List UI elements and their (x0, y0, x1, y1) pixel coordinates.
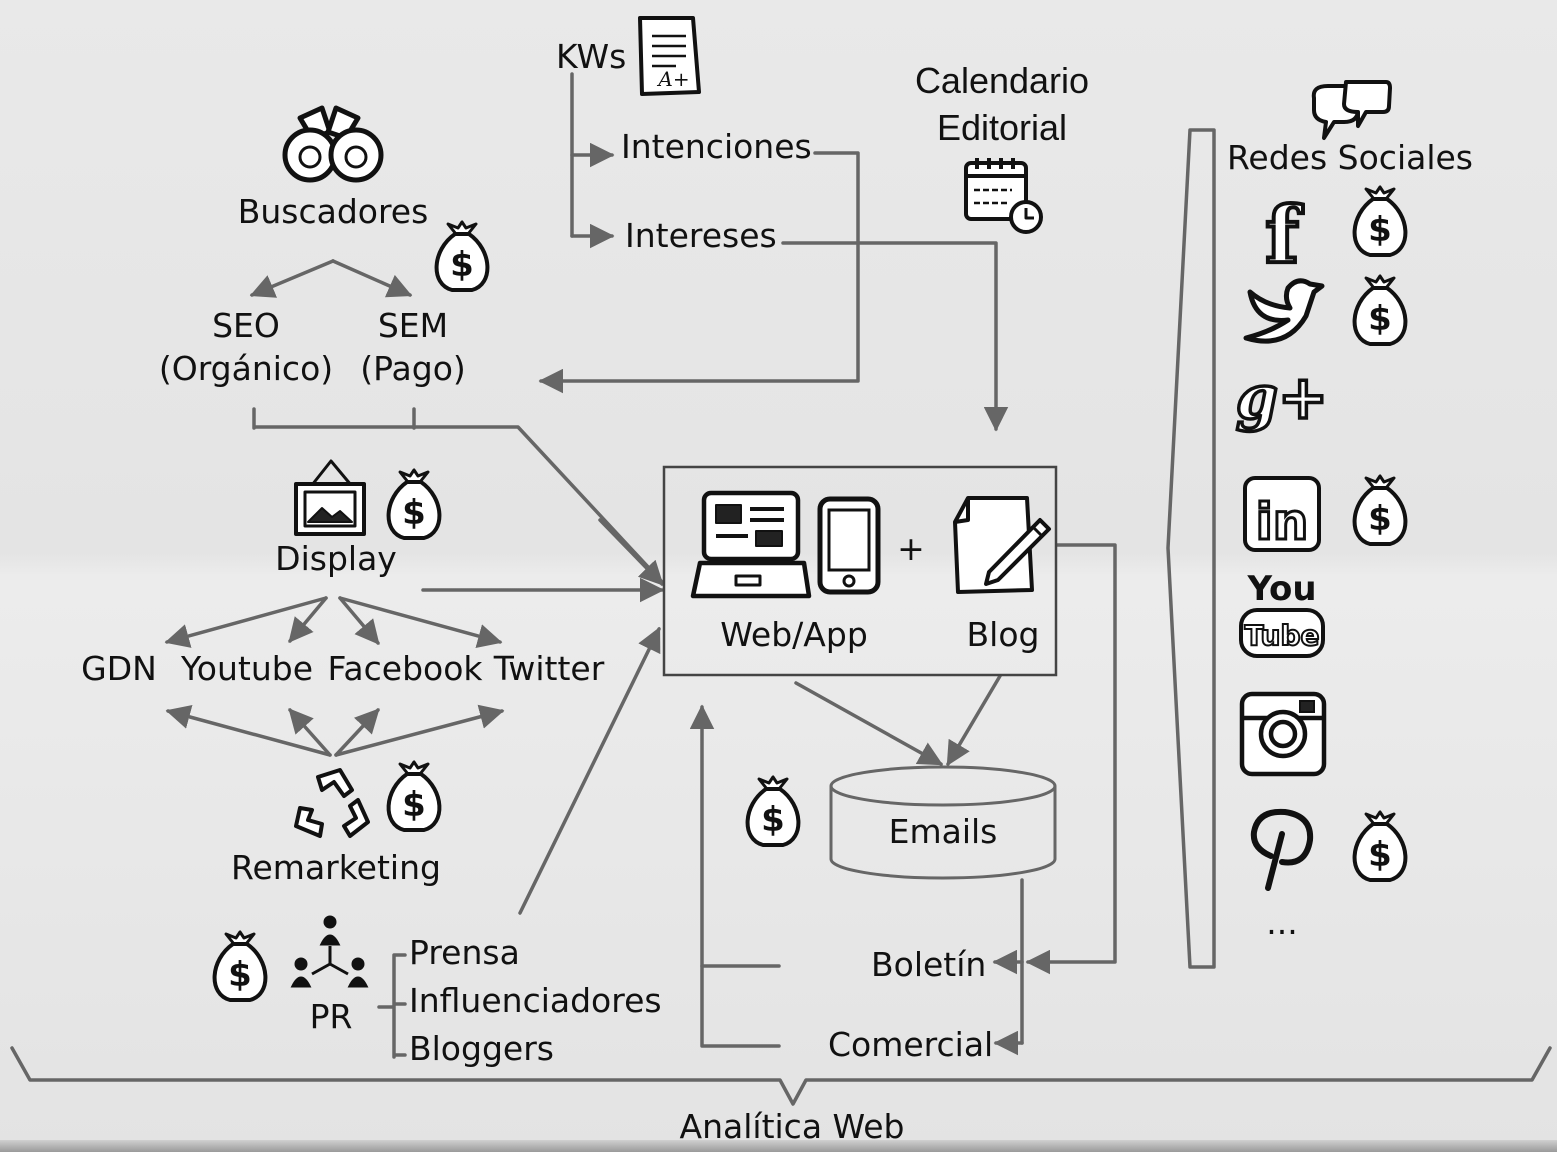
remarketing-to-gdn-arrow (165, 704, 332, 757)
pr-label: PR (309, 997, 353, 1036)
youtube-icon (1239, 608, 1325, 658)
display-target-facebook: Facebook (327, 649, 483, 688)
linkedin-icon-text: in (1256, 493, 1309, 551)
display-target-youtube: Youtube (181, 649, 313, 688)
facebook-icon: f (1265, 190, 1303, 281)
seo-label: SEO (Orgánico) (159, 305, 333, 391)
money-bag-icon-facebook (1352, 185, 1408, 257)
pr-item-bloggers: Bloggers (409, 1029, 554, 1068)
emails-database-icon (829, 765, 1057, 880)
sem-label: SEM (Pago) (360, 305, 466, 391)
buscadores-to-sem-arrow (331, 259, 413, 298)
analitica-brace (10, 1046, 1552, 1106)
svg-text:A+: A+ (656, 67, 689, 91)
social-ellipsis: ... (1266, 903, 1298, 942)
pr-item-influenciadores: Influenciadores (409, 981, 662, 1020)
twitter-bird-icon (1243, 278, 1325, 344)
kws-label: KWs (556, 37, 627, 76)
calendario-editorial-label: Calendario Editorial (915, 58, 1089, 152)
money-bag-icon-linkedin (1352, 474, 1408, 546)
framed-picture-icon (294, 459, 366, 536)
social-bracket (1166, 128, 1216, 969)
calendar-icon (964, 158, 1043, 234)
linkedin-icon (1243, 476, 1321, 552)
intenciones-to-search-arrow (538, 151, 860, 394)
plus-sign: + (897, 529, 925, 568)
web-to-boletin-arrow (1025, 543, 1117, 975)
search-bracket-line (252, 407, 664, 584)
buscadores-label: Buscadores (237, 192, 429, 231)
laptop-icon (690, 490, 812, 599)
display-to-facebook-arrow (338, 596, 380, 645)
buscadores-to-seo-arrow (249, 259, 335, 298)
money-bag-icon-remarketing (386, 760, 442, 832)
blog-label: Blog (966, 615, 1040, 654)
people-network-icon (290, 915, 369, 988)
youtube-icon-bottom: Tube (1245, 619, 1320, 652)
money-bag-icon-pinterest (1352, 810, 1408, 882)
page-bottom-band (0, 1140, 1557, 1152)
money-bag-icon-emails (745, 775, 801, 847)
remarketing-to-youtube-arrow (288, 708, 332, 757)
sem-line1: SEM (377, 306, 449, 345)
binoculars-icon (282, 105, 384, 183)
speech-bubbles-icon (1311, 80, 1392, 140)
phone-icon (817, 496, 881, 595)
calendario-line1: Calendario (914, 60, 1090, 101)
seo-line1: SEO (212, 306, 280, 345)
money-bag-icon-sem (434, 220, 490, 292)
calendario-line2: Editorial (936, 106, 1068, 148)
seo-line2: (Orgánico) (158, 348, 334, 388)
redes-sociales-label: Redes Sociales (1226, 138, 1474, 177)
pr-item-prensa: Prensa (409, 933, 520, 972)
pr-bracket-line (377, 953, 407, 1059)
analitica-web-label: Analítica Web (679, 1107, 905, 1146)
search-to-web-arrow (598, 518, 664, 586)
blog-document-icon (953, 496, 1051, 594)
document-grade-icon: A+ (638, 16, 701, 96)
sem-line2: (Pago) (360, 348, 466, 388)
instagram-icon (1239, 691, 1327, 777)
money-bag-icon-display (386, 468, 442, 540)
display-to-twitter-arrow (338, 596, 503, 648)
google-plus-icon: g+ (1236, 363, 1328, 433)
web-app-box (662, 465, 1058, 677)
display-target-gdn: GDN (81, 649, 157, 688)
display-to-gdn-arrow (164, 596, 328, 648)
pr-to-web-arrow (518, 626, 661, 915)
intenciones-label: Intenciones (621, 127, 812, 166)
web-app-label: Web/App (720, 615, 868, 654)
blog-to-emails-arrow (946, 674, 1002, 767)
remarketing-label: Remarketing (231, 848, 441, 887)
comercial-label: Comercial (828, 1025, 994, 1064)
display-label: Display (275, 539, 397, 578)
comercial-to-web-arrow (689, 704, 781, 1048)
webapp-to-emails-arrow (794, 681, 944, 766)
intereses-to-web-arrow (781, 241, 1009, 432)
emails-label: Emails (888, 812, 998, 851)
pinterest-icon (1250, 808, 1314, 891)
boletin-label: Boletín (871, 945, 987, 984)
display-target-twitter: Twitter (493, 649, 605, 688)
remarketing-to-twitter-arrow (334, 704, 505, 757)
recycle-icon (294, 768, 370, 838)
money-bag-icon-twitter (1352, 274, 1408, 346)
display-to-youtube-arrow (288, 596, 328, 643)
intereses-label: Intereses (625, 216, 777, 255)
remarketing-to-facebook-arrow (334, 708, 380, 757)
money-bag-icon-pr (212, 930, 268, 1002)
youtube-icon-top: You (1246, 569, 1316, 609)
